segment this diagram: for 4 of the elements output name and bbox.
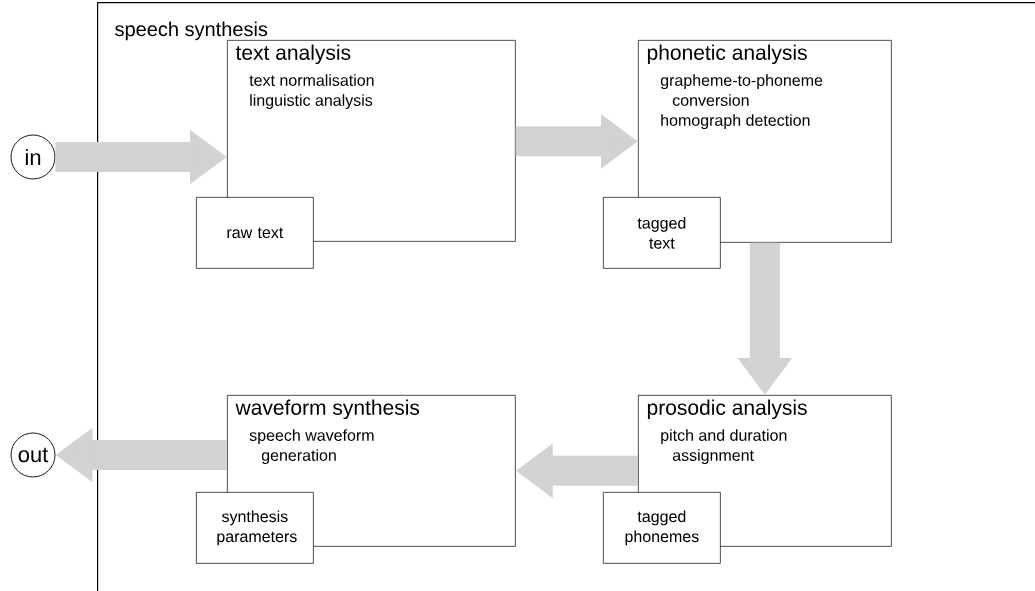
data-box: synthesis parameters bbox=[196, 492, 314, 564]
data-box: raw text bbox=[196, 197, 314, 269]
data-box: tagged phonemes bbox=[603, 492, 721, 564]
data-box: tagged text bbox=[603, 197, 721, 269]
